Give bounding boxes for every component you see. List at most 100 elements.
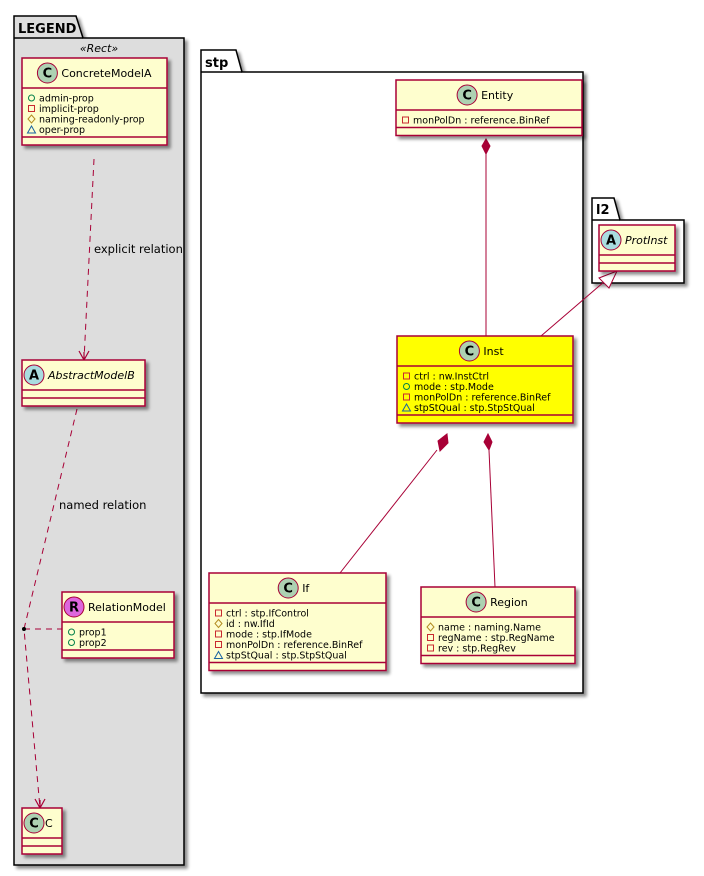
visibility-private-icon bbox=[215, 630, 222, 638]
class-attribute-text: prop2 bbox=[79, 638, 107, 649]
visibility-public-icon bbox=[28, 94, 35, 102]
class-protinst[interactable]: A ProtInst bbox=[598, 224, 676, 272]
class-attribute: stpStQual : stp.StpStQual bbox=[401, 402, 535, 414]
class-attribute: prop1 bbox=[68, 628, 107, 639]
class-box bbox=[396, 335, 574, 424]
package-stp-title: stp bbox=[205, 56, 228, 71]
package-stp: stp bbox=[200, 49, 584, 694]
class-name: If bbox=[302, 582, 310, 595]
class-attribute-text: monPolDn : reference.BinRef bbox=[414, 393, 551, 404]
svg-text:R: R bbox=[69, 601, 79, 616]
class-attribute-text: stpStQual : stp.StpStQual bbox=[414, 403, 535, 414]
svg-text:C: C bbox=[465, 345, 475, 360]
edge-inst-protinst[interactable] bbox=[540, 280, 606, 337]
class-attribute-text: regName : stp.RegName bbox=[438, 633, 555, 644]
class-stereotype-r-icon: R bbox=[63, 596, 85, 618]
edge-label-explicit-relation: explicit relation bbox=[94, 242, 183, 256]
class-attribute-text: ctrl : stp.IfControl bbox=[226, 609, 309, 620]
class-attribute: rev : stp.RegRev bbox=[427, 644, 516, 655]
edge-label-named-relation: named relation bbox=[59, 498, 146, 512]
package-l2-title: l2 bbox=[596, 203, 610, 218]
class-attribute: ctrl : stp.IfControl bbox=[215, 609, 309, 620]
class-name: Inst bbox=[483, 345, 504, 358]
composition-diamond-icon bbox=[437, 433, 449, 453]
class-attribute-text: ctrl : nw.InstCtrl bbox=[414, 372, 489, 383]
class-name: RelationModel bbox=[88, 601, 166, 614]
visibility-private-icon bbox=[427, 634, 434, 641]
svg-text:A: A bbox=[606, 234, 616, 249]
class-attribute: ctrl : nw.InstCtrl bbox=[403, 372, 489, 383]
visibility-private-icon bbox=[215, 641, 222, 648]
class-stereotype-c-icon: C bbox=[23, 812, 45, 834]
class-name: C bbox=[45, 817, 53, 830]
edge-explicit-relation[interactable] bbox=[83, 158, 95, 361]
package-legend-title: LEGEND bbox=[18, 22, 77, 37]
composition-diamond-icon bbox=[481, 137, 491, 156]
class-attribute-text: rev : stp.RegRev bbox=[438, 644, 516, 655]
class-stereotype-c-icon: C bbox=[456, 84, 478, 106]
class-attribute-text: oper-prop bbox=[39, 125, 85, 136]
class-attribute-text: monPolDn : reference.BinRef bbox=[413, 116, 550, 127]
class-attribute: oper-prop bbox=[26, 124, 85, 136]
class-stereotype-a-icon: A bbox=[600, 229, 622, 251]
class-entity[interactable]: C Entity monPolDn : reference.BinRef bbox=[395, 79, 583, 137]
svg-text:C: C bbox=[462, 89, 472, 104]
class-attribute: naming-readonly-prop bbox=[27, 114, 145, 126]
class-attribute-text: monPolDn : reference.BinRef bbox=[226, 640, 363, 651]
association-point-icon bbox=[22, 627, 26, 631]
svg-text:A: A bbox=[29, 369, 39, 384]
class-stereotype-a-icon: A bbox=[23, 364, 45, 386]
class-attribute-text: name : naming.Name bbox=[438, 623, 541, 634]
svg-text:C: C bbox=[29, 817, 39, 832]
generalization-triangle-icon bbox=[598, 270, 618, 289]
class-attribute: prop2 bbox=[68, 638, 107, 649]
class-attribute: name : naming.Name bbox=[426, 622, 541, 634]
class-attribute: monPolDn : reference.BinRef bbox=[403, 393, 551, 404]
visibility-protected-icon bbox=[426, 622, 435, 632]
svg-text:C: C bbox=[471, 596, 481, 611]
visibility-protected-icon bbox=[214, 618, 223, 629]
visibility-public-icon bbox=[68, 628, 75, 636]
class-name: Entity bbox=[481, 89, 514, 102]
class-attribute: id : nw.IfId bbox=[214, 618, 275, 630]
class-name: ConcreteModelA bbox=[61, 67, 152, 80]
visibility-package-icon bbox=[26, 124, 37, 134]
class-attribute-text: admin-prop bbox=[39, 94, 94, 105]
visibility-package-icon bbox=[213, 650, 224, 659]
class-attribute: mode : stp.Mode bbox=[403, 382, 494, 393]
visibility-package-icon bbox=[401, 402, 412, 412]
visibility-public-icon bbox=[68, 639, 75, 646]
visibility-private-icon bbox=[28, 105, 35, 112]
class-stereotype-c-icon: C bbox=[458, 340, 480, 362]
edge-inst-if[interactable] bbox=[339, 449, 438, 574]
class-stereotype-c-icon: C bbox=[465, 591, 487, 613]
class-attribute-text: mode : stp.IfMode bbox=[226, 630, 312, 641]
visibility-protected-icon bbox=[27, 114, 36, 124]
package-legend-stereotype: «Rect» bbox=[80, 42, 119, 55]
visibility-private-icon bbox=[403, 393, 410, 401]
class-abstractmodelb[interactable]: A AbstractModelB bbox=[21, 359, 146, 407]
edge-named-relation[interactable] bbox=[23, 408, 78, 809]
class-name: AbstractModelB bbox=[47, 369, 135, 382]
class-attribute-text: prop1 bbox=[79, 628, 107, 639]
class-attribute-text: mode : stp.Mode bbox=[414, 382, 494, 393]
class-attribute-text: naming-readonly-prop bbox=[39, 115, 145, 126]
class-attribute: stpStQual : stp.StpStQual bbox=[213, 650, 347, 662]
edge-inst-region[interactable] bbox=[488, 449, 496, 588]
visibility-private-icon bbox=[215, 609, 222, 617]
class-name: ProtInst bbox=[625, 234, 668, 247]
visibility-public-icon bbox=[403, 383, 410, 390]
class-attribute-text: id : nw.IfId bbox=[226, 619, 275, 630]
class-box bbox=[395, 79, 583, 137]
visibility-private-icon bbox=[427, 644, 434, 652]
class-attribute: mode : stp.IfMode bbox=[215, 630, 312, 641]
class-attribute-text: implicit-prop bbox=[39, 104, 99, 115]
